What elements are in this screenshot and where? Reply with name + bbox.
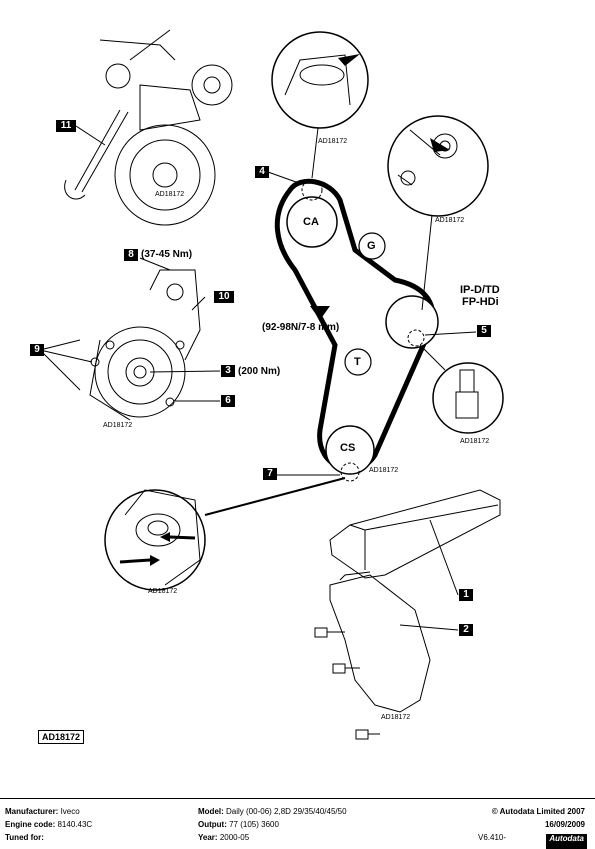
wrench-scene bbox=[64, 29, 233, 226]
camshaft-detail-view bbox=[271, 31, 369, 129]
engine-type-label-2: FP-HDi bbox=[462, 296, 499, 308]
cover-bolts bbox=[314, 627, 380, 740]
callout-4: 4 bbox=[255, 166, 269, 178]
year-label: Year: bbox=[198, 833, 218, 842]
callout-1: 1 bbox=[459, 589, 473, 601]
tensioner-pulley bbox=[344, 348, 372, 376]
tensioner-label: T bbox=[354, 356, 361, 368]
engine-type-label-1: IP-D/TD bbox=[460, 284, 500, 296]
brand-logo: Autodata bbox=[546, 834, 587, 849]
ref-label: AD18172 bbox=[148, 588, 178, 595]
ref-label: AD18172 bbox=[318, 138, 348, 145]
crankshaft-pulley bbox=[325, 425, 375, 475]
torque-item-8: (37-45 Nm) bbox=[141, 249, 193, 260]
diagram-reference: AD18172 bbox=[38, 730, 85, 744]
callout-6: 6 bbox=[221, 395, 235, 407]
timing-belt bbox=[274, 178, 436, 472]
callout-2: 2 bbox=[459, 624, 473, 636]
print-date: 16/09/2009 bbox=[544, 820, 585, 829]
ref-label: AD18172 bbox=[460, 438, 490, 445]
torque-item-3: (200 Nm) bbox=[238, 366, 281, 377]
model-label: Model: bbox=[198, 807, 224, 816]
engine-code-value: 8140.43C bbox=[57, 820, 93, 829]
ref-label: AD18172 bbox=[155, 191, 185, 198]
callout-7: 7 bbox=[263, 468, 277, 480]
callout-10: 10 bbox=[214, 291, 234, 303]
document-footer: Manufacturer: Iveco Engine code: 8140.43… bbox=[0, 798, 595, 849]
tuned-for-label: Tuned for: bbox=[5, 833, 44, 842]
output-value: 77 (105) 3600 bbox=[229, 820, 279, 829]
callout-5: 5 bbox=[477, 325, 491, 337]
manufacturer-label: Manufacturer: bbox=[5, 807, 59, 816]
ref-label: AD18172 bbox=[381, 714, 411, 721]
injection-pump-pulley bbox=[385, 295, 439, 349]
version: V6.410- bbox=[478, 833, 507, 842]
ref-label: AD18172 bbox=[435, 217, 465, 224]
crankshaft-detail-view bbox=[104, 489, 206, 591]
output-label: Output: bbox=[198, 820, 227, 829]
tension-arrow-icon bbox=[310, 306, 330, 320]
timing-belt-diagram bbox=[39, 29, 504, 740]
ref-label: AD18172 bbox=[369, 467, 399, 474]
callout-11: 11 bbox=[56, 120, 76, 132]
copyright: © Autodata Limited 2007 bbox=[491, 807, 585, 816]
guide-label: G bbox=[367, 240, 376, 252]
model-value: Daily (00-06) 2,8D 29/35/40/45/50 bbox=[226, 807, 347, 816]
manufacturer-value: Iveco bbox=[60, 807, 80, 816]
ref-label: AD18172 bbox=[103, 422, 133, 429]
callout-9: 9 bbox=[30, 344, 44, 356]
crankshaft-label: CS bbox=[340, 442, 356, 454]
camshaft-pulley bbox=[286, 196, 338, 248]
belt-covers bbox=[329, 489, 501, 713]
callout-3: 3 bbox=[221, 365, 235, 377]
pump-detail-view bbox=[387, 115, 489, 217]
callout-8: 8 bbox=[124, 249, 138, 261]
locking-pin-detail-view bbox=[432, 362, 504, 434]
engine-code-label: Engine code: bbox=[5, 820, 56, 829]
belt-tension: (92-98N/7-8 mm) bbox=[262, 322, 340, 333]
tensioner-assembly bbox=[89, 269, 201, 421]
camshaft-label: CA bbox=[303, 216, 319, 228]
guide-pulley bbox=[358, 232, 386, 260]
year-value: 2000-05 bbox=[219, 833, 250, 842]
